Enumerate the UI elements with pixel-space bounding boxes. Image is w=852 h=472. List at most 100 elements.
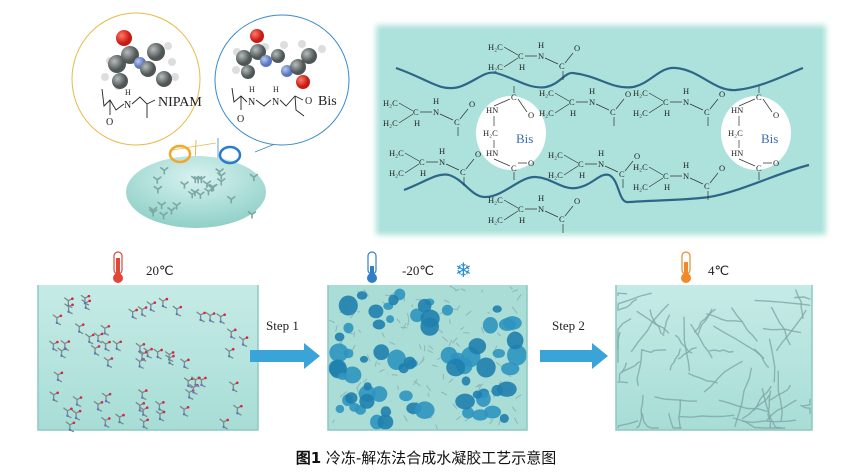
polymer-fiber [641, 348, 667, 354]
h2c-group: H₂C [539, 108, 554, 118]
ice-crystal [335, 404, 345, 414]
polymer-fiber [621, 361, 641, 373]
monomer-molecule [219, 418, 229, 430]
bis-n-2: N [272, 97, 279, 108]
polymer-fiber [718, 399, 768, 413]
monomer-molecules [49, 294, 249, 433]
monomer-molecule [93, 332, 104, 344]
ice-crystal [398, 363, 409, 374]
monomer-molecule [101, 340, 111, 352]
monomer-molecule [100, 416, 111, 429]
polymer-fiber [617, 317, 632, 350]
monomer-molecule [138, 406, 149, 418]
polymer-fiber [668, 413, 681, 429]
zoom-line-nipam-2 [171, 142, 217, 151]
hn-group: HN [486, 148, 498, 158]
ice-crystal [461, 376, 471, 386]
oxygen-atom: O [528, 158, 534, 168]
ice-crystal [373, 344, 390, 361]
ice-crystal [462, 407, 475, 419]
polymer-fiber [687, 372, 719, 384]
bis-n-1: N [248, 97, 255, 108]
ice-crystal [372, 319, 386, 330]
carbon-atom: C [663, 171, 669, 181]
ice-crystal [483, 405, 501, 419]
monomer-molecule [191, 376, 201, 388]
nipam-o: O [106, 117, 113, 128]
polymer-fiber [768, 384, 792, 402]
ice-crystal [499, 413, 509, 423]
h2c-group: H₂C [483, 128, 498, 138]
monomer-molecule [196, 311, 206, 323]
polymer-fiber [734, 367, 753, 428]
ice-crystal [338, 295, 358, 316]
polymer-fiber [709, 349, 734, 353]
ice-crystal [368, 304, 384, 319]
polymer-fiber [777, 370, 783, 422]
ice-crystal [334, 332, 345, 342]
ice-crystal [329, 343, 349, 362]
h2c-group: H₂C [633, 182, 648, 192]
bis-structure [231, 87, 305, 117]
polymer-chain-upper [395, 66, 804, 92]
h2c-group: H₂C [633, 88, 648, 98]
monomer-molecule [53, 371, 64, 383]
bis-crosslink-label-2: Bis [761, 131, 778, 146]
hydrogen-atom: H [664, 108, 670, 118]
h2c-group: H₂C [633, 108, 648, 118]
oxygen-atom: O [574, 43, 580, 53]
monomer-molecule [224, 347, 235, 359]
monomer-molecule [143, 347, 153, 359]
ice-crystal [363, 382, 372, 391]
monomer-molecule [139, 418, 149, 430]
ice-crystal [388, 294, 399, 306]
polymer-fiber [669, 348, 682, 371]
monomer-molecule [93, 400, 104, 412]
nitrogen-atom: N [683, 171, 689, 181]
nipam-n: N [124, 100, 131, 111]
nitrogen-atom: N [439, 157, 445, 167]
ice-crystal [482, 317, 498, 334]
ice-crystal [446, 358, 466, 377]
ice-crystal [441, 304, 454, 316]
carbon-atom: C [559, 61, 565, 71]
carbon-atom: C [663, 97, 669, 107]
monomer-molecule [146, 301, 157, 313]
polymer-fiber [703, 360, 743, 393]
bis-crosslink-circle-2 [721, 96, 791, 170]
monomer-molecule [101, 392, 112, 404]
polymer-fiber [799, 404, 811, 414]
h2c-group: H₂C [548, 170, 563, 180]
ice-crystal [420, 309, 440, 328]
nipam-label: NIPAM [158, 95, 202, 110]
monomer-molecule [172, 305, 183, 317]
polymer-fiber [641, 413, 659, 429]
monomer-molecule [165, 354, 175, 366]
monomer-molecule [90, 344, 101, 356]
monomer-molecule [226, 328, 237, 340]
polymer-fiber [636, 349, 643, 386]
snowflake-icon: ❄ [455, 258, 472, 282]
hydrogen-atom: H [589, 86, 595, 96]
monomer-molecule [135, 342, 146, 354]
monomer-molecule [137, 306, 148, 318]
hydrogen-atom: H [664, 182, 670, 192]
monomer-panel: O N H NIPAM O N H N [71, 12, 350, 228]
ice-crystal [507, 344, 527, 366]
monomer-molecule [238, 336, 249, 348]
stage-1: 20℃ [37, 251, 259, 433]
polymer-fiber [802, 398, 811, 407]
hn-group: HN [486, 105, 498, 115]
polymer-fiber [617, 420, 639, 429]
carbon-atom: C [460, 167, 466, 177]
monomer-molecule [74, 323, 85, 335]
nitrogen-atom: N [589, 97, 595, 107]
figure-caption: 图1 冷冻-解冻法合成水凝胶工艺示意图 [0, 447, 852, 468]
bis-o-1: O [237, 114, 244, 125]
ice-crystal [359, 355, 369, 363]
nipam-structure [101, 88, 156, 118]
hydrogel-network-fibers [617, 289, 811, 429]
hydrogen-atom: H [439, 146, 445, 156]
